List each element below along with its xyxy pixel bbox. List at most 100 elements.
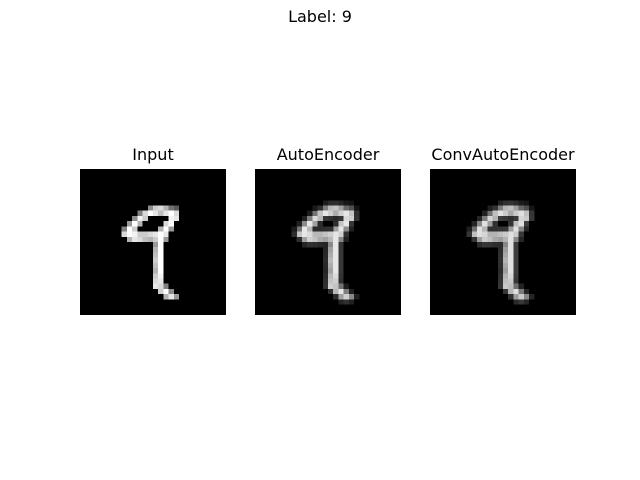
digit-pixel bbox=[333, 226, 339, 232]
digit-pixel bbox=[508, 200, 514, 206]
digit-pixel bbox=[322, 200, 329, 206]
digit-pixel bbox=[343, 288, 349, 295]
digit-pixel bbox=[338, 215, 344, 222]
digit-pixel bbox=[168, 205, 174, 211]
digit-pixel bbox=[348, 215, 355, 222]
digit-pixel bbox=[137, 236, 143, 243]
digit-pixel bbox=[513, 221, 519, 227]
digit-pixel bbox=[322, 268, 329, 274]
digit-pixel bbox=[492, 210, 498, 217]
digit-pixel bbox=[153, 268, 159, 274]
digit-pixel bbox=[503, 283, 509, 290]
digit-pixel bbox=[333, 252, 339, 258]
digit-pixel bbox=[343, 210, 349, 217]
digit-pixel bbox=[487, 226, 493, 232]
digit-pixel bbox=[523, 288, 530, 295]
digit-pixel bbox=[338, 236, 344, 243]
digit-pixel bbox=[158, 257, 164, 263]
digit-pixel bbox=[291, 226, 297, 232]
digit-pixel bbox=[508, 294, 514, 300]
digit-pixel bbox=[147, 210, 154, 217]
digit-pixel bbox=[348, 205, 355, 211]
digit-pixel bbox=[163, 205, 169, 211]
digit-pixel bbox=[513, 247, 519, 253]
digit-pixel bbox=[168, 288, 174, 295]
digit-pixel bbox=[513, 242, 519, 248]
digit-pixel bbox=[343, 215, 349, 222]
digit-pixel bbox=[354, 215, 360, 222]
digit-pixel bbox=[476, 226, 483, 232]
digit-image-autoencoder bbox=[255, 169, 401, 315]
digit-pixel bbox=[482, 236, 488, 243]
digit-pixel bbox=[163, 210, 169, 217]
digit-pixel bbox=[508, 283, 514, 290]
digit-pixel bbox=[322, 210, 329, 217]
digit-pixel bbox=[333, 205, 339, 211]
digit-pixel bbox=[513, 288, 519, 295]
digit-pixel bbox=[497, 236, 504, 243]
panel-title-convautoencoder: ConvAutoEncoder bbox=[431, 145, 575, 164]
digit-pixel bbox=[513, 226, 519, 232]
digit-pixel bbox=[518, 221, 524, 227]
digit-pixel bbox=[328, 226, 334, 232]
digit-pixel bbox=[328, 252, 334, 258]
digit-pixel bbox=[173, 294, 180, 300]
digit-pixel bbox=[503, 247, 509, 253]
digit-pixel bbox=[482, 215, 488, 222]
digit-pixel bbox=[132, 221, 138, 227]
digit-pixel bbox=[497, 257, 504, 263]
digit-pixel bbox=[317, 205, 323, 211]
digit-pixel bbox=[492, 236, 498, 243]
digit-pixel bbox=[518, 231, 524, 237]
digit-pixel bbox=[497, 283, 504, 290]
digit-pixel bbox=[508, 205, 514, 211]
digit-pixel bbox=[529, 294, 535, 300]
digit-pixel bbox=[492, 205, 498, 211]
digit-pixel bbox=[492, 215, 498, 222]
digit-pixel bbox=[322, 236, 329, 243]
digit-image-convautoencoder bbox=[430, 169, 576, 315]
digit-pixel bbox=[503, 231, 509, 237]
digit-pixel bbox=[153, 283, 159, 290]
digit-pixel bbox=[508, 278, 514, 284]
digit-pixel bbox=[163, 288, 169, 295]
digit-pixel bbox=[503, 273, 509, 279]
digit-pixel bbox=[322, 283, 329, 290]
digit-pixel bbox=[126, 226, 133, 232]
digit-pixel bbox=[147, 205, 154, 211]
digit-pixel bbox=[513, 200, 519, 206]
digit-pixel bbox=[142, 231, 148, 237]
digit-pixel bbox=[482, 226, 488, 232]
digit-pixel bbox=[503, 262, 509, 269]
digit-pixel bbox=[147, 231, 154, 237]
digit-pixel bbox=[312, 210, 318, 217]
digit-pixel bbox=[497, 205, 504, 211]
digit-pixel bbox=[348, 210, 355, 217]
digit-pixel bbox=[126, 236, 133, 243]
digit-pixel bbox=[338, 205, 344, 211]
digit-pixel bbox=[466, 226, 472, 232]
digit-pixel bbox=[173, 215, 180, 222]
digit-pixel bbox=[307, 242, 313, 248]
digit-pixel bbox=[153, 242, 159, 248]
digit-pixel bbox=[508, 252, 514, 258]
digit-pixel bbox=[158, 273, 164, 279]
digit-pixel bbox=[338, 200, 344, 206]
digit-pixel bbox=[317, 236, 323, 243]
digit-pixel bbox=[513, 205, 519, 211]
panel-input: Input bbox=[80, 144, 226, 315]
digit-pixel bbox=[503, 200, 509, 206]
digit-pixel bbox=[333, 231, 339, 237]
digit-pixel bbox=[497, 262, 504, 269]
digit-pixel bbox=[508, 273, 514, 279]
digit-pixel bbox=[333, 268, 339, 274]
digit-pixel bbox=[343, 221, 349, 227]
digit-pixel bbox=[523, 200, 530, 206]
digit-pixel bbox=[312, 205, 318, 211]
digit-pixel bbox=[307, 236, 313, 243]
digit-pixel bbox=[307, 215, 313, 222]
digit-pixel bbox=[328, 283, 334, 290]
digit-pixel bbox=[482, 242, 488, 248]
digit-pixel bbox=[513, 294, 519, 300]
digit-pixel bbox=[158, 231, 164, 237]
